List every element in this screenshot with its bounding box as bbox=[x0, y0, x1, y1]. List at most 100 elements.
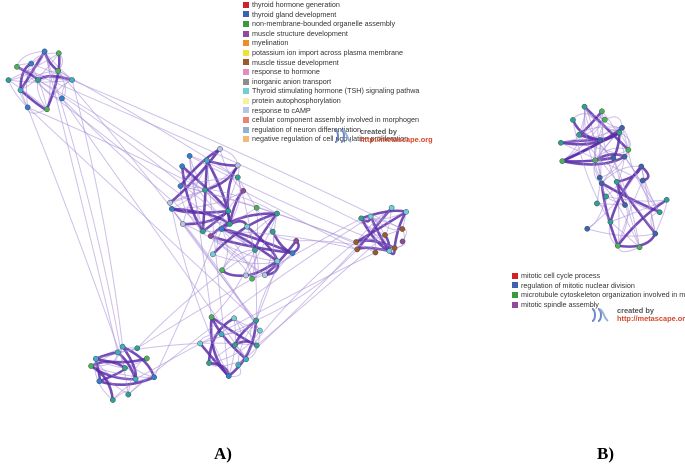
network-node bbox=[88, 363, 94, 369]
metascape-logo-icon bbox=[591, 308, 609, 323]
network-node bbox=[226, 221, 233, 227]
network-node bbox=[55, 50, 62, 57]
network-node bbox=[24, 104, 31, 111]
network-node bbox=[614, 242, 621, 249]
network-edge bbox=[179, 147, 221, 187]
network-node bbox=[200, 228, 206, 235]
legend-swatch bbox=[243, 40, 249, 47]
legend-swatch bbox=[243, 126, 249, 133]
network-node bbox=[5, 77, 12, 83]
metascape-link[interactable]: http://metascape.org bbox=[617, 314, 685, 324]
legend-item: inorganic anion transport bbox=[243, 77, 419, 87]
network-edge bbox=[572, 119, 611, 223]
network-edge bbox=[169, 148, 221, 204]
network-edge bbox=[296, 240, 390, 252]
network-node bbox=[367, 213, 374, 220]
network-node bbox=[225, 208, 232, 214]
network-node bbox=[581, 103, 588, 110]
network-node bbox=[243, 272, 249, 279]
network-node bbox=[59, 95, 65, 102]
network-node bbox=[143, 355, 150, 362]
network-node bbox=[557, 139, 564, 146]
legend-item: regulation of neuron differentiation bbox=[243, 125, 419, 135]
metascape-logo-icon bbox=[334, 129, 352, 144]
network-node bbox=[134, 345, 141, 352]
network-edge bbox=[37, 79, 231, 225]
network-node bbox=[28, 60, 35, 67]
network-node bbox=[607, 219, 614, 225]
network-node bbox=[559, 158, 566, 164]
network-node bbox=[619, 124, 625, 131]
network-edge bbox=[562, 156, 614, 163]
network-node bbox=[179, 221, 186, 227]
legend-item: potassium ion import across plasma membr… bbox=[243, 48, 419, 58]
network-node bbox=[55, 68, 62, 74]
network-node bbox=[622, 202, 628, 208]
network-node bbox=[206, 360, 212, 366]
network-edge bbox=[237, 320, 257, 366]
network-edge bbox=[243, 190, 358, 250]
network-node bbox=[92, 355, 99, 362]
legend-swatch bbox=[243, 97, 249, 104]
network-edge bbox=[45, 52, 61, 110]
network-node bbox=[114, 349, 121, 356]
network-edge bbox=[90, 364, 115, 401]
network-node bbox=[274, 258, 281, 264]
legend-item: response to hormone bbox=[243, 67, 419, 77]
network-node bbox=[598, 180, 605, 187]
network-edge bbox=[169, 165, 239, 204]
network-node bbox=[599, 108, 605, 115]
network-edge bbox=[20, 90, 126, 369]
network-node bbox=[597, 137, 603, 143]
network-node bbox=[119, 343, 126, 350]
network-edge bbox=[237, 241, 357, 366]
network-node bbox=[274, 210, 280, 217]
network-edge bbox=[616, 181, 620, 246]
metascape-credit-a: created by http://metascape.org bbox=[333, 127, 433, 145]
network-node bbox=[253, 342, 260, 349]
legend-item: muscle tissue development bbox=[243, 58, 419, 68]
legend-item: cellular component assembly involved in … bbox=[243, 115, 419, 125]
panel-b-label: B) bbox=[597, 444, 614, 463]
network-edge bbox=[182, 223, 253, 279]
legend-item: muscle structure development bbox=[243, 29, 419, 39]
network-edge bbox=[226, 164, 239, 225]
network-node bbox=[96, 378, 103, 385]
legend-swatch bbox=[243, 78, 249, 85]
network-edge bbox=[202, 230, 358, 250]
network-node bbox=[256, 327, 263, 334]
network-node bbox=[252, 247, 258, 253]
legend-swatch bbox=[243, 20, 249, 27]
network-edge bbox=[221, 228, 253, 279]
network-node bbox=[151, 374, 157, 381]
network-node bbox=[177, 183, 184, 189]
network-edge bbox=[200, 320, 257, 344]
network-edge bbox=[8, 52, 60, 81]
legend-swatch bbox=[243, 116, 249, 123]
network-node bbox=[41, 48, 48, 55]
network-edge bbox=[616, 198, 668, 247]
network-node bbox=[358, 215, 365, 222]
network-edge bbox=[221, 269, 246, 278]
network-edge bbox=[209, 316, 230, 377]
legend-item: myelination bbox=[243, 38, 419, 48]
network-edge bbox=[221, 320, 257, 335]
network-node bbox=[44, 106, 50, 113]
network-node bbox=[218, 331, 225, 338]
network-nodes bbox=[5, 48, 670, 403]
legend-item: non-membrane-bounded organelle assembly bbox=[243, 19, 419, 29]
network-edge bbox=[57, 70, 261, 331]
network-node bbox=[253, 317, 259, 324]
network-node bbox=[616, 129, 623, 136]
network-node bbox=[399, 226, 406, 232]
network-edge bbox=[71, 79, 124, 347]
legend-item: thyroid gland development bbox=[243, 10, 419, 20]
network-edge bbox=[95, 357, 148, 364]
network-edge bbox=[617, 180, 644, 246]
network-edge bbox=[624, 156, 656, 234]
metascape-link[interactable]: http://metascape.org bbox=[360, 135, 433, 145]
network-node bbox=[663, 196, 670, 203]
network-edge bbox=[601, 165, 642, 184]
network-node bbox=[594, 200, 600, 207]
